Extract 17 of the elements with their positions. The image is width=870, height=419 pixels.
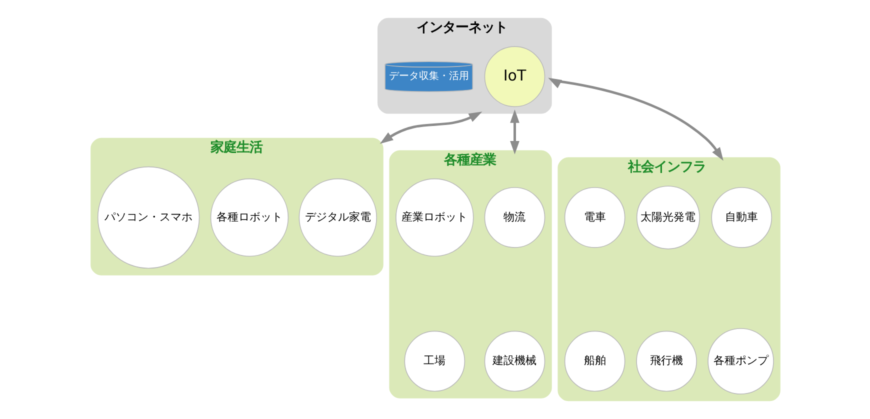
node-circle: 建設機械 [484, 330, 545, 392]
node-circle: 各種ポンプ [707, 328, 774, 394]
node-circle: 自動車 [710, 187, 772, 248]
node-circle: 船舶 [564, 330, 625, 392]
node-circle: デジタル家電 [298, 178, 377, 257]
arrow [379, 112, 482, 144]
node-circle: パソコン・スマホ [96, 166, 200, 269]
node-circle: 太陽光発電 [636, 186, 700, 250]
arrow [510, 110, 519, 154]
node-circle: 電車 [564, 187, 625, 248]
node-circle: 産業ロボット [395, 178, 474, 257]
node-circle: 飛行機 [636, 330, 696, 392]
node-circle: 各種ロボット [210, 178, 288, 257]
node-circle: 物流 [484, 187, 545, 248]
node-circle: 工場 [404, 330, 465, 392]
arrow [548, 78, 723, 161]
node-circle: IoT [484, 46, 545, 108]
